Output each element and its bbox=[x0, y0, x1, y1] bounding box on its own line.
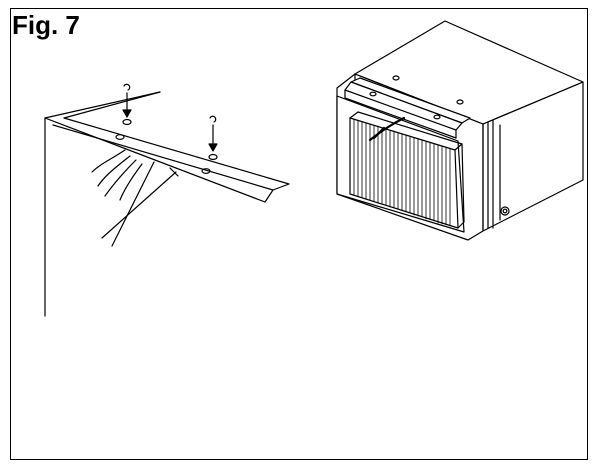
screw-right bbox=[208, 115, 218, 161]
cabinet-top bbox=[354, 20, 584, 125]
screw-holes bbox=[115, 134, 211, 174]
mounting-rail-detail-closeup bbox=[44, 83, 290, 317]
pull-handle bbox=[368, 116, 406, 142]
top-rail bbox=[44, 91, 290, 203]
wall-frame-edge bbox=[44, 91, 161, 317]
top-mounting-rail bbox=[344, 77, 471, 139]
air-conditioner-unit bbox=[336, 20, 584, 241]
screw-left bbox=[122, 83, 132, 126]
grille-fins bbox=[353, 118, 451, 227]
cabinet-right-side bbox=[482, 81, 584, 232]
hanging-wires bbox=[91, 149, 179, 247]
filter-grille bbox=[349, 111, 465, 229]
figure-label: Fig. 7 bbox=[12, 10, 80, 40]
